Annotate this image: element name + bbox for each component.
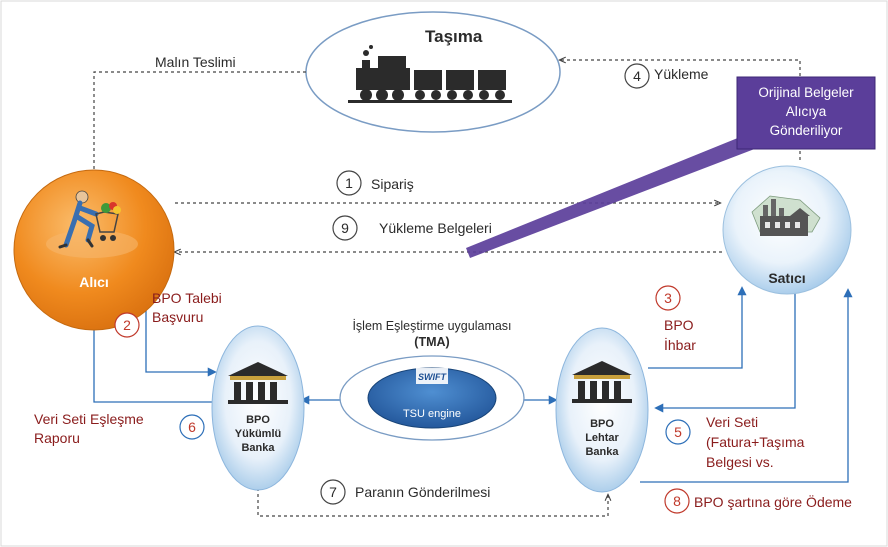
- step-badge-4: 4: [624, 63, 650, 89]
- recipient-bank-node: BPO Lehtar Banka: [555, 327, 649, 493]
- callout-pointer: [466, 112, 812, 258]
- label-veri-seti-1: Veri Seti: [706, 414, 758, 430]
- swift-logo-icon: SWIFT: [416, 368, 448, 384]
- step-badge-3: 3: [655, 285, 681, 311]
- arrow-paranin-gonderilmesi: [257, 488, 608, 517]
- label-mal-teslimi: Malın Teslimi: [155, 54, 236, 70]
- step-badge-1: 1: [336, 170, 362, 196]
- label-bpo-talebi-2: Başvuru: [152, 309, 203, 325]
- callout-line2: Alıcıya: [786, 104, 827, 119]
- step-badge-9: 9: [332, 215, 358, 241]
- recipient-bank-line3: Banka: [585, 446, 619, 458]
- svg-text:7: 7: [329, 484, 337, 500]
- label-yukleme: Yükleme: [654, 66, 709, 82]
- arrow-bpo-talebi: [145, 285, 217, 377]
- obligor-bank-line3: Banka: [241, 442, 275, 454]
- step-badge-6: 6: [179, 414, 205, 440]
- transport-title: Taşıma: [425, 27, 483, 46]
- svg-text:9: 9: [341, 220, 349, 236]
- step-badge-5: 5: [665, 419, 691, 445]
- obligor-bank-node: BPO Yükümlü Banka: [211, 325, 305, 491]
- arrow-mal-teslimi: [94, 71, 306, 190]
- buyer-label: Alıcı: [79, 274, 109, 290]
- tsu-engine-label: TSU engine: [403, 408, 461, 420]
- arrow-rapor: [89, 313, 214, 403]
- label-bpo-ihbar-1: BPO: [664, 317, 694, 333]
- label-veri-seti-3: Belgesi vs.: [706, 454, 774, 470]
- tma-node: İşlem Eşleştirme uygulaması (TMA) SWIFT …: [339, 319, 525, 441]
- svg-text:5: 5: [674, 424, 682, 440]
- label-yukleme-belgeleri: Yükleme Belgeleri: [379, 220, 492, 236]
- shopper-cart-icon: [46, 190, 138, 258]
- arrow-veri-seti: [654, 290, 796, 413]
- svg-text:8: 8: [673, 493, 681, 509]
- swift-logo-text: SWIFT: [418, 372, 447, 382]
- seller-label: Satıcı: [768, 270, 805, 286]
- label-veri-seti-2: (Fatura+Taşıma: [706, 434, 805, 450]
- step-badge-7: 7: [320, 479, 346, 505]
- seller-node: Satıcı: [722, 165, 852, 295]
- arrow-yukleme: [560, 60, 801, 160]
- step-badge-8: 8: [664, 488, 690, 514]
- train-icon: [348, 45, 512, 103]
- label-siparis: Sipariş: [371, 176, 414, 192]
- svg-text:4: 4: [633, 68, 641, 84]
- label-odeme: BPO şartına göre Ödeme: [694, 493, 852, 510]
- buyer-node: Alıcı: [13, 169, 175, 331]
- callout-line1: Orijinal Belgeler: [758, 85, 854, 100]
- label-paranin-gonderilmesi: Paranın Gönderilmesi: [355, 484, 490, 500]
- connector-lines: [89, 285, 853, 483]
- callout-line3: Gönderiliyor: [770, 123, 843, 138]
- svg-text:6: 6: [188, 419, 196, 435]
- transport-node: Taşıma: [305, 11, 561, 133]
- arrow-bpo-ihbar: [648, 286, 747, 369]
- svg-text:1: 1: [345, 175, 353, 191]
- label-rapor-2: Raporu: [34, 430, 80, 446]
- tma-abbrev: (TMA): [414, 335, 449, 349]
- svg-text:2: 2: [123, 317, 131, 333]
- tma-title: İşlem Eşleştirme uygulaması: [352, 319, 511, 333]
- bank-building-icon: [572, 361, 632, 403]
- flow-lines: [94, 60, 801, 517]
- obligor-bank-line2: Yükümlü: [235, 428, 281, 440]
- step-badge-2: 2: [114, 312, 140, 338]
- label-bpo-talebi-1: BPO Talebi: [152, 290, 222, 306]
- recipient-bank-line1: BPO: [590, 418, 614, 430]
- obligor-bank-line1: BPO: [246, 414, 270, 426]
- arrow-odeme: [640, 288, 853, 483]
- factory-icon: [751, 195, 821, 236]
- original-documents-callout: Orijinal Belgeler Alıcıya Gönderiliyor: [736, 76, 876, 150]
- label-rapor-1: Veri Seti Eşleşme: [34, 411, 144, 427]
- svg-text:3: 3: [664, 290, 672, 306]
- bank-building-icon: [228, 362, 288, 404]
- recipient-bank-line2: Lehtar: [585, 432, 619, 444]
- label-bpo-ihbar-2: İhbar: [664, 336, 696, 353]
